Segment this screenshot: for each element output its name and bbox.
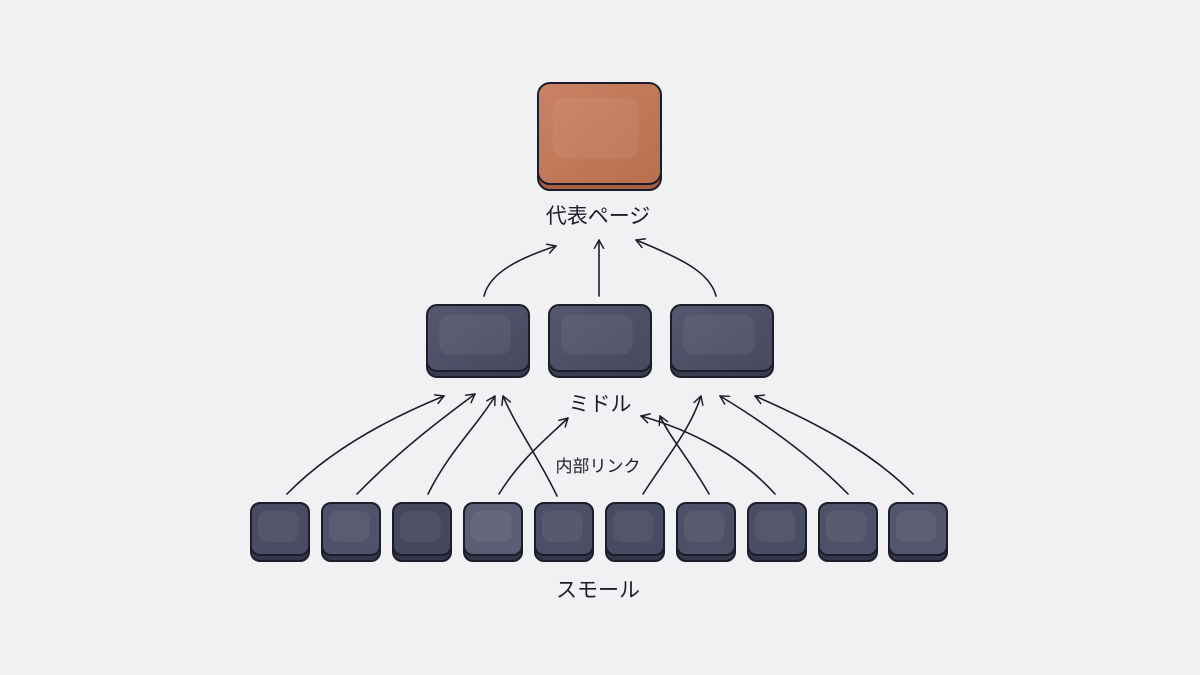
arrow-small-to-middle-9 [719,395,849,495]
small-node-1 [250,502,310,562]
middle-node-center [548,304,652,378]
middle-node-right [670,304,774,378]
arrow-small-to-middle-5 [501,395,558,497]
top-page-label: 代表ページ [545,204,651,228]
internal-links-label: 内部リンク [555,457,641,477]
small-node-8 [747,502,807,562]
nodes-layer [250,82,948,562]
small-node-10 [888,502,948,562]
internal-link-arrows [286,238,914,497]
arrow-middle-right-to-top [635,238,717,297]
small-node-7 [676,502,736,562]
arrow-middle-left-to-top [483,243,557,297]
small-node-3 [392,502,452,562]
top-page-node [537,82,662,191]
small-node-5 [534,502,594,562]
small-node-9 [818,502,878,562]
arrow-small-to-middle-10 [754,394,914,495]
middle-node-left [426,304,530,378]
middle-tier-label: ミドル [568,392,632,416]
arrow-small-to-middle-1 [286,394,445,495]
small-node-6 [605,502,665,562]
arrow-small-to-middle-3 [427,395,496,495]
arrow-small-to-middle-8 [640,413,776,495]
small-node-2 [321,502,381,562]
small-tier-label: スモール [556,578,640,602]
arrow-small-to-middle-7 [658,415,710,495]
arrow-small-to-middle-2 [356,393,476,495]
small-node-4 [463,502,523,562]
arrow-small-to-middle-6 [642,395,704,495]
